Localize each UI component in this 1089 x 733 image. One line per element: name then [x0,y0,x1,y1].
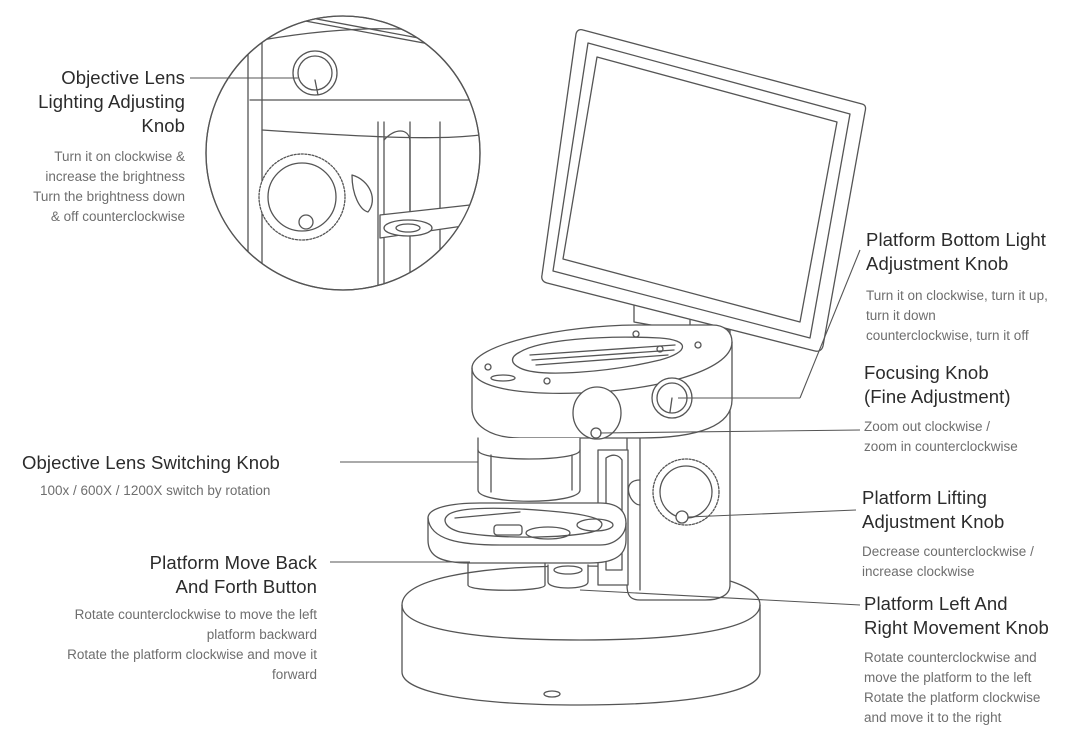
microscope-head [471,324,733,440]
desc-line: Turn it on clockwise, turn it up, [866,288,1048,303]
callout-platform-left-right: Platform Left And Right Movement Knob Ro… [864,592,1049,728]
desc-line: increase clockwise [862,564,975,579]
title-line: Adjustment Knob [866,253,1009,274]
desc-line: Rotate the platform clockwise [864,690,1041,705]
desc-line: increase the brightness [45,169,185,184]
desc-line: Turn the brightness down [33,189,185,204]
desc-line: counterclockwise, turn it off [866,328,1029,343]
callout-platform-bottom-light: Platform Bottom Light Adjustment Knob Tu… [866,228,1048,346]
title-line: Platform Bottom Light [866,229,1046,250]
callout-title: Platform Lifting Adjustment Knob [862,486,1034,534]
title-line: And Forth Button [175,576,317,597]
callout-description: Rotate counterclockwise and move the pla… [864,648,1049,728]
leader-line-platform-lifting [687,509,857,518]
desc-line: forward [271,667,317,682]
callout-title: Focusing Knob (Fine Adjustment) [864,361,1018,409]
desc-line: Rotate counterclockwise and [864,650,1037,665]
desc-line: turn it down [866,308,936,323]
callout-objective-lens-lighting: Objective Lens Lighting Adjusting Knob T… [33,66,185,227]
callout-focusing-knob: Focusing Knob (Fine Adjustment) Zoom out… [864,361,1018,457]
callout-title: Objective Lens Lighting Adjusting Knob [33,66,185,138]
title-line: Platform Move Back [149,552,317,573]
callout-title: Platform Bottom Light Adjustment Knob [866,228,1048,276]
title-line: Platform Left And [864,593,1008,614]
callout-title: Objective Lens Switching Knob [22,451,280,475]
desc-line: zoom in counterclockwise [864,439,1018,454]
callout-title: Platform Move Back And Forth Button [67,551,317,599]
desc-line: Decrease counterclockwise / [862,544,1034,559]
desc-line: Rotate the platform clockwise and move i… [67,647,317,662]
leader-line-bottom-light [799,249,861,399]
title-line: Objective Lens [61,67,185,88]
callout-title: Platform Left And Right Movement Knob [864,592,1049,640]
title-line: Platform Lifting [862,487,987,508]
desc-line: and move it to the right [864,710,1002,725]
desc-line: Zoom out clockwise / [864,419,991,434]
callout-description: Zoom out clockwise / zoom in countercloc… [864,417,1018,457]
microscope-base [401,565,761,706]
callout-description: Decrease counterclockwise / increase clo… [862,542,1034,582]
title-line: Knob [141,115,185,136]
callout-description: Turn it on clockwise, turn it up, turn i… [866,286,1048,346]
title-line: Right Movement Knob [864,617,1049,638]
title-line: Adjustment Knob [862,511,1005,532]
callout-platform-lifting: Platform Lifting Adjustment Knob Decreas… [862,486,1034,582]
callout-description: 100x / 600X / 1200X switch by rotation [22,481,280,501]
title-line: Focusing Knob [864,362,989,383]
desc-line: move the platform to the left [864,670,1032,685]
desc-line: Rotate counterclockwise to move the left [74,607,317,622]
title-line: Objective Lens Switching Knob [22,452,280,473]
callout-description: Rotate counterclockwise to move the left… [67,605,317,645]
desc-line: & off counterclockwise [50,209,185,224]
leader-line-platform-left-right [579,589,861,606]
callout-description: Turn it on clockwise & increase the brig… [33,147,185,227]
callout-description-secondary: Rotate the platform clockwise and move i… [67,645,317,685]
desc-line: Turn it on clockwise & [54,149,185,164]
leader-line-focusing [599,429,861,434]
title-line: (Fine Adjustment) [864,386,1011,407]
desc-line: 100x / 600X / 1200X switch by rotation [40,483,271,498]
leader-lines [190,77,861,606]
display-screen [541,28,867,352]
title-line: Lighting Adjusting [38,91,185,112]
zoom-detail [205,15,481,291]
callout-platform-move-back-forth: Platform Move Back And Forth Button Rota… [67,551,317,685]
specimen-platform [427,502,627,591]
objective-lens-turret [477,437,581,502]
desc-line: platform backward [206,627,317,642]
callout-objective-lens-switching: Objective Lens Switching Knob 100x / 600… [22,451,280,501]
